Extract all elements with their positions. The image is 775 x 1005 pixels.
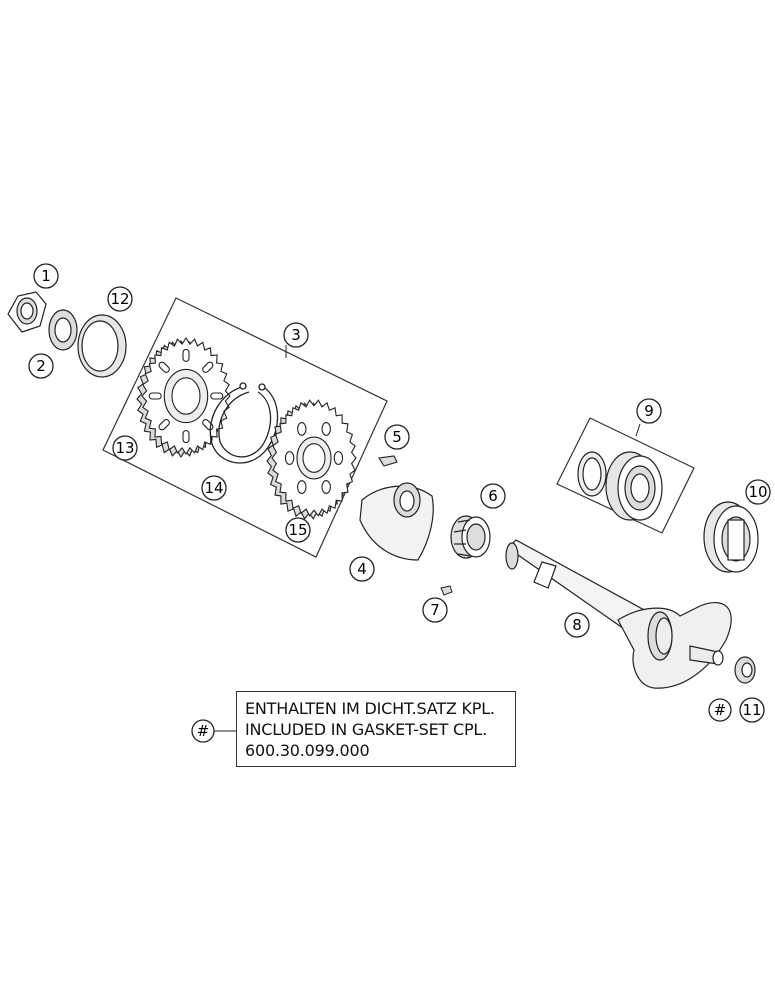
gear-set-frame <box>102 297 388 558</box>
part-circlip <box>209 382 279 464</box>
callout-11[interactable]: 11 <box>739 697 765 723</box>
part-washer <box>48 309 78 351</box>
part-roller-bearing <box>703 501 759 573</box>
callout-hash-11[interactable]: # <box>708 698 732 722</box>
svg-text:10: 10 <box>748 483 767 501</box>
part-balancer-shaft <box>505 539 732 689</box>
callout-8[interactable]: 8 <box>564 612 590 638</box>
svg-text:14: 14 <box>204 479 223 497</box>
leader-lines <box>285 345 641 437</box>
svg-text:13: 13 <box>115 439 134 457</box>
svg-text:6: 6 <box>488 487 498 505</box>
callout-7[interactable]: 7 <box>422 597 448 623</box>
svg-text:#: # <box>714 701 727 719</box>
callout-13[interactable]: 13 <box>112 435 138 461</box>
svg-text:15: 15 <box>288 521 307 539</box>
svg-text:5: 5 <box>392 428 402 446</box>
svg-text:1: 1 <box>41 267 51 285</box>
svg-text:9: 9 <box>644 402 654 420</box>
callout-10[interactable]: 10 <box>745 479 771 505</box>
part-small-key <box>440 585 453 596</box>
svg-text:4: 4 <box>357 560 367 578</box>
svg-text:12: 12 <box>110 290 129 308</box>
part-large-gear <box>136 336 231 459</box>
callout-12[interactable]: 12 <box>107 286 133 312</box>
part-small-seal <box>734 656 756 684</box>
part-medium-gear <box>266 399 357 520</box>
callout-9[interactable]: 9 <box>636 398 662 424</box>
part-balance-weight <box>359 482 434 561</box>
part-shim-ring <box>77 314 127 378</box>
callout-3[interactable]: 3 <box>283 322 309 348</box>
gasket-set-note: ENTHALTEN IM DICHT.SATZ KPL. INCLUDED IN… <box>236 691 516 767</box>
svg-text:8: 8 <box>572 616 582 634</box>
note-hash-marker[interactable]: # <box>191 719 236 743</box>
callout-5[interactable]: 5 <box>384 424 410 450</box>
callout-1[interactable]: 1 <box>33 263 59 289</box>
part-needle-bearing <box>450 515 491 559</box>
svg-text:11: 11 <box>742 701 761 719</box>
callout-2[interactable]: 2 <box>28 353 54 379</box>
part-hex-nut <box>7 291 47 333</box>
svg-text:2: 2 <box>36 357 46 375</box>
callout-6[interactable]: 6 <box>480 483 506 509</box>
callout-14[interactable]: 14 <box>201 475 227 501</box>
callout-15[interactable]: 15 <box>285 517 311 543</box>
svg-text:3: 3 <box>291 326 301 344</box>
note-part-number: 600.30.099.000 <box>245 741 370 760</box>
note-line-de: ENTHALTEN IM DICHT.SATZ KPL. <box>245 699 495 718</box>
svg-text:#: # <box>197 722 210 740</box>
part-ball-bearing <box>577 451 663 521</box>
note-line-en: INCLUDED IN GASKET-SET CPL. <box>245 720 488 739</box>
callout-4[interactable]: 4 <box>349 556 375 582</box>
part-woodruff-key <box>378 455 398 467</box>
svg-text:7: 7 <box>430 601 440 619</box>
